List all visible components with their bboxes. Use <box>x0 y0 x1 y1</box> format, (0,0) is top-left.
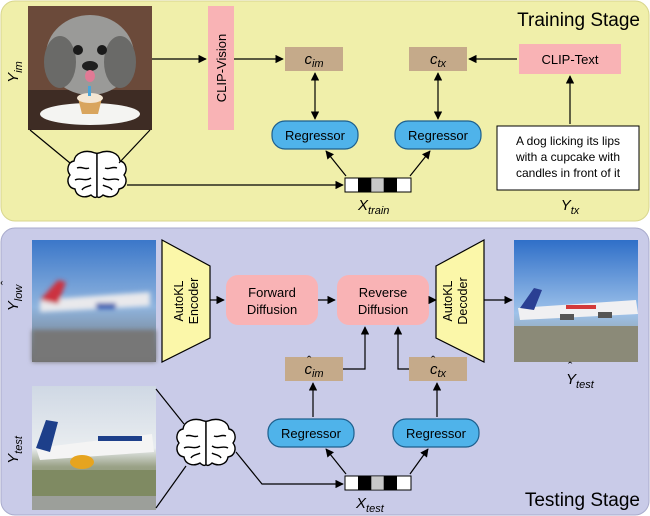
caption-line-2: with a cupcake with <box>515 150 620 164</box>
reverse-diffusion-box <box>337 275 429 325</box>
c-tx-hat-label: ctx <box>430 361 447 380</box>
airplane-test-photo <box>32 386 156 510</box>
decoder-label-2: Decoder <box>456 277 470 324</box>
regressor-test-left-label: Regressor <box>281 426 342 441</box>
c-im-hat-mark: ˆ <box>307 353 312 368</box>
airplane-generated-photo <box>514 240 638 362</box>
y-low-hat: ˆ <box>0 280 13 285</box>
latent-vector-train <box>344 177 412 193</box>
reverse-label-1: Reverse <box>359 285 407 300</box>
c-tx-box <box>409 47 467 71</box>
brain-icon <box>67 150 127 199</box>
clip-text-label: CLIP-Text <box>541 52 598 67</box>
regressor-train-left <box>271 120 359 150</box>
brain-icon-test <box>176 418 236 467</box>
y-test-hat-mark: ˆ <box>568 359 573 374</box>
c-tx-hat-box <box>409 357 467 381</box>
latent-vector-test <box>344 475 412 491</box>
x-train-label: Xtrain <box>357 197 389 217</box>
regressor-test-right-label: Regressor <box>406 426 467 441</box>
c-im-hat-box <box>285 357 343 381</box>
caption-line-3: candles in front of it <box>516 166 621 180</box>
encoder-label-2: Encoder <box>187 278 201 325</box>
training-panel <box>0 0 650 222</box>
y-low-label: Ylow <box>5 284 25 312</box>
c-im-box <box>285 47 343 71</box>
c-im-hat-label: cim <box>304 361 323 380</box>
y-im-label: Yim <box>5 61 25 83</box>
clip-vision-box <box>208 6 234 130</box>
caption-line-1: A dog licking its lips <box>516 134 620 148</box>
training-connectors <box>29 54 575 190</box>
y-test-label: Ytest <box>5 435 25 464</box>
y-test-hat-label: Ytest <box>566 371 595 391</box>
decoder-label-1: AutoKL <box>441 280 455 321</box>
testing-stage-label: Testing Stage <box>525 490 640 511</box>
regressor-train-left-label: Regressor <box>285 128 346 143</box>
reverse-label-2: Diffusion <box>358 302 408 317</box>
c-im-label: cim <box>304 51 323 70</box>
caption-box <box>496 125 640 191</box>
airplane-blurry-photo <box>32 240 156 362</box>
clip-vision-label: CLIP-Vision <box>214 34 229 102</box>
forward-label-2: Diffusion <box>247 302 297 317</box>
regressor-train-right <box>394 120 482 150</box>
testing-connectors <box>155 295 513 509</box>
regressor-test-right <box>392 418 480 448</box>
encoder-label-1: AutoKL <box>172 280 186 321</box>
c-tx-hat-mark: ˆ <box>431 353 436 368</box>
regressor-train-right-label: Regressor <box>408 128 469 143</box>
regressor-test-left <box>267 418 355 448</box>
autokl-decoder <box>435 238 485 363</box>
training-stage-label: Training Stage <box>517 10 640 31</box>
clip-text-box <box>519 44 621 74</box>
dog-photo <box>28 6 152 130</box>
forward-label-1: Forward <box>248 285 296 300</box>
y-tx-label: Ytx <box>561 197 580 217</box>
x-test-label: Xtest <box>355 495 385 515</box>
c-tx-label: ctx <box>430 51 447 70</box>
autokl-encoder <box>161 238 211 363</box>
forward-diffusion-box <box>226 275 318 325</box>
